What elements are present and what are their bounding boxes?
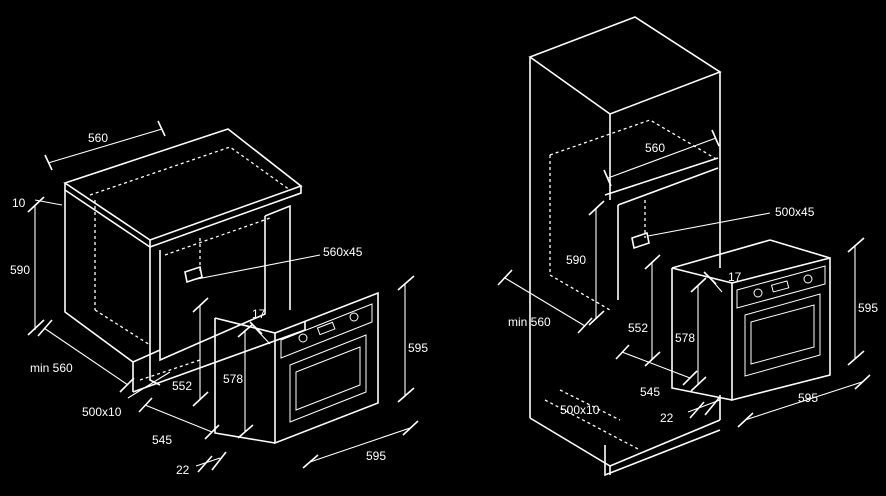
oven-right (671, 239, 831, 402)
dim-min-depth-tall: min 560 (508, 315, 551, 329)
label-vent-top-tall: 500x45 (775, 205, 815, 219)
hidden-edges (89, 146, 291, 196)
dim-front-gap: 17 (252, 307, 266, 321)
dim-oven-height-tall: 595 (858, 301, 878, 315)
dim-front-gap-tall: 17 (728, 270, 742, 284)
dim-min-depth: min 560 (30, 361, 73, 375)
cabinet-front (149, 247, 161, 386)
tall-cabinet-top (528, 16, 722, 115)
cabinet-left-side (64, 190, 134, 392)
dim-height-tall: 590 (566, 253, 586, 267)
dim-inner-height-tall: 578 (675, 331, 695, 345)
under-counter-diagram: 560 10 590 min 560 560x45 500x10 17 595 … (10, 120, 428, 477)
dim-oven-width: 595 (366, 449, 386, 463)
dim-height: 590 (10, 263, 30, 277)
cabinet-base (132, 322, 306, 393)
dim-depth-552: 552 (172, 379, 192, 393)
dim-oven-width-tall: 595 (798, 391, 818, 405)
vent-slot-top-tall (631, 231, 650, 250)
oven-left (214, 291, 379, 445)
dim-width-top-tall: 560 (645, 141, 665, 155)
dim-width-top: 560 (88, 131, 108, 145)
dim-oven-height: 595 (408, 341, 428, 355)
label-vent-top: 560x45 (323, 245, 363, 259)
label-vent-bottom-tall: 500x10 (560, 403, 600, 417)
dim-depth-552-tall: 552 (628, 321, 648, 335)
label-vent-bottom: 500x10 (82, 405, 122, 419)
niche-hidden (549, 119, 719, 161)
dim-inner-height: 578 (223, 372, 243, 386)
dim-gap-top: 10 (12, 196, 26, 210)
dim-door-tall: 22 (660, 411, 674, 425)
dim-depth-545: 545 (152, 433, 172, 447)
dim-depth-545-tall: 545 (640, 385, 660, 399)
vent-slot-top (184, 265, 203, 284)
tall-unit-diagram: 560 500x45 590 min 560 17 552 578 595 54… (497, 16, 878, 477)
dim-door: 22 (176, 463, 190, 477)
